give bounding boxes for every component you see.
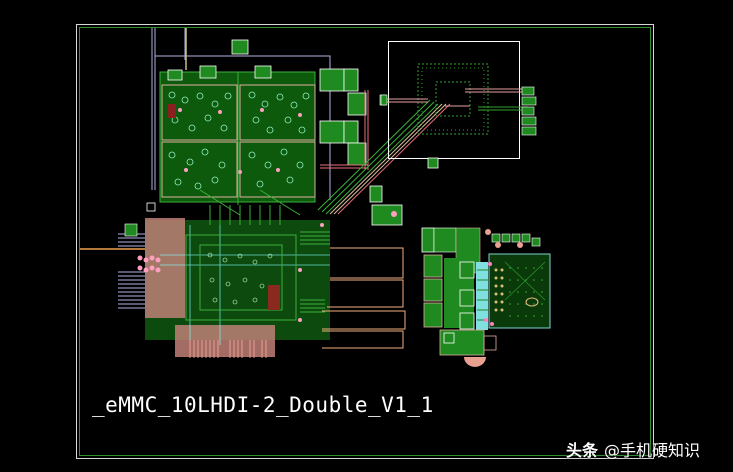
power-module[interactable]: [421, 227, 551, 367]
main-soc-bga[interactable]: [80, 202, 330, 358]
misc-parts[interactable]: [124, 223, 138, 237]
memory-bga-cluster[interactable]: [159, 39, 316, 216]
watermark: 头条 @手机硬知识: [566, 437, 700, 461]
passive-components[interactable]: [319, 68, 403, 226]
board-title: _eMMC_10LHDI-2_Double_V1_1: [92, 393, 434, 417]
inner-layer-outlines: [151, 28, 331, 200]
watermark-handle: @手机硬知识: [604, 441, 701, 460]
connector-fingers[interactable]: [322, 247, 406, 349]
board-frame: [76, 24, 654, 459]
watermark-brand: 头条: [566, 441, 599, 460]
rf-module[interactable]: [380, 41, 537, 169]
